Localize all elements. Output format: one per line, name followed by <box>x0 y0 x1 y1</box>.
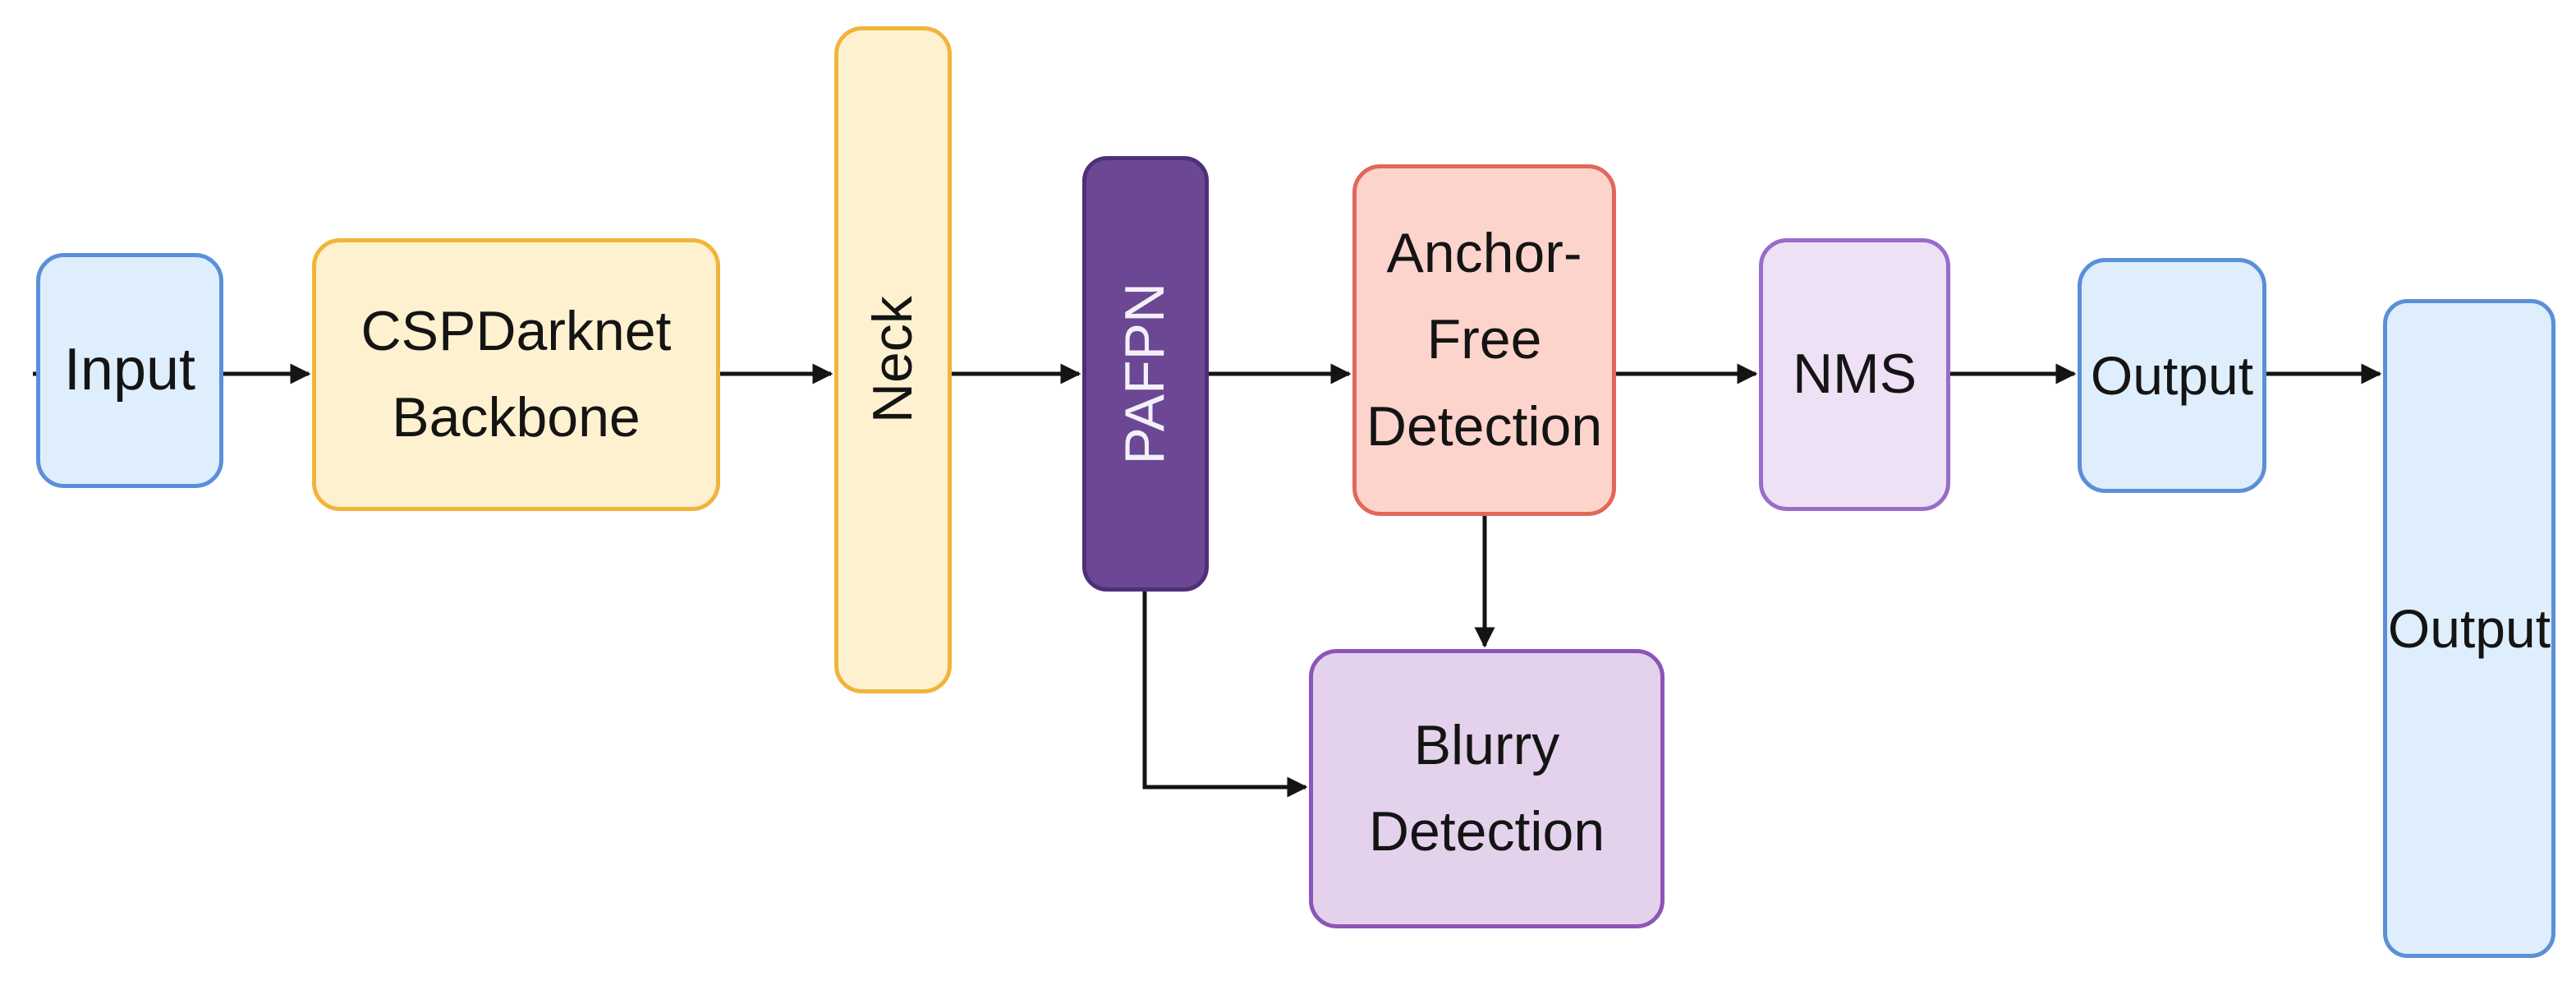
final-output-node: Output <box>2383 299 2555 958</box>
edge-pafpn-to-blurry <box>1142 592 1308 798</box>
input-label: Input <box>63 337 196 403</box>
final-output-label: Output <box>2387 597 2551 659</box>
neck-label: Neck <box>861 296 924 424</box>
anchor-free-detection-label: Anchor- Free Detection <box>1366 221 1603 458</box>
cspdarknet-backbone-label: CSPDarknet Backbone <box>360 299 672 449</box>
blurry-detection-label: Blurry Detection <box>1368 713 1605 863</box>
neck-node: Neck <box>834 26 952 693</box>
nms-node: NMS <box>1759 238 1950 511</box>
pafpn-node: PAFPN <box>1082 156 1209 592</box>
output-label: Output <box>2090 344 2254 406</box>
blurry-detection-node: Blurry Detection <box>1309 649 1665 928</box>
anchor-free-detection-node: Anchor- Free Detection <box>1352 164 1616 516</box>
cspdarknet-backbone-node: CSPDarknet Backbone <box>312 238 720 511</box>
pafpn-label: PAFPN <box>1114 283 1177 465</box>
output-node: Output <box>2078 258 2266 493</box>
input-node: Input <box>36 253 223 488</box>
nms-label: NMS <box>1792 343 1917 406</box>
